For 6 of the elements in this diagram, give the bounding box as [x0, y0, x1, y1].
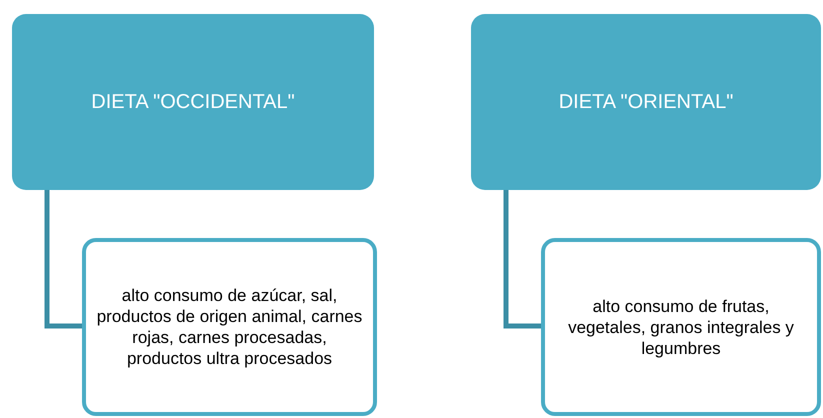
connector-line	[504, 190, 541, 328]
connector-line	[44, 190, 82, 328]
heading-box: DIETA "OCCIDENTAL"	[12, 14, 374, 190]
heading-box: DIETA "ORIENTAL"	[471, 14, 821, 190]
description-box: alto consumo de azúcar, sal, productos de origen animal, carnes rojas, carnes procesadas, productos ultra procesados	[82, 238, 377, 416]
description-box: alto consumo de frutas, vegetales, granos integrales y legumbres	[541, 238, 821, 416]
